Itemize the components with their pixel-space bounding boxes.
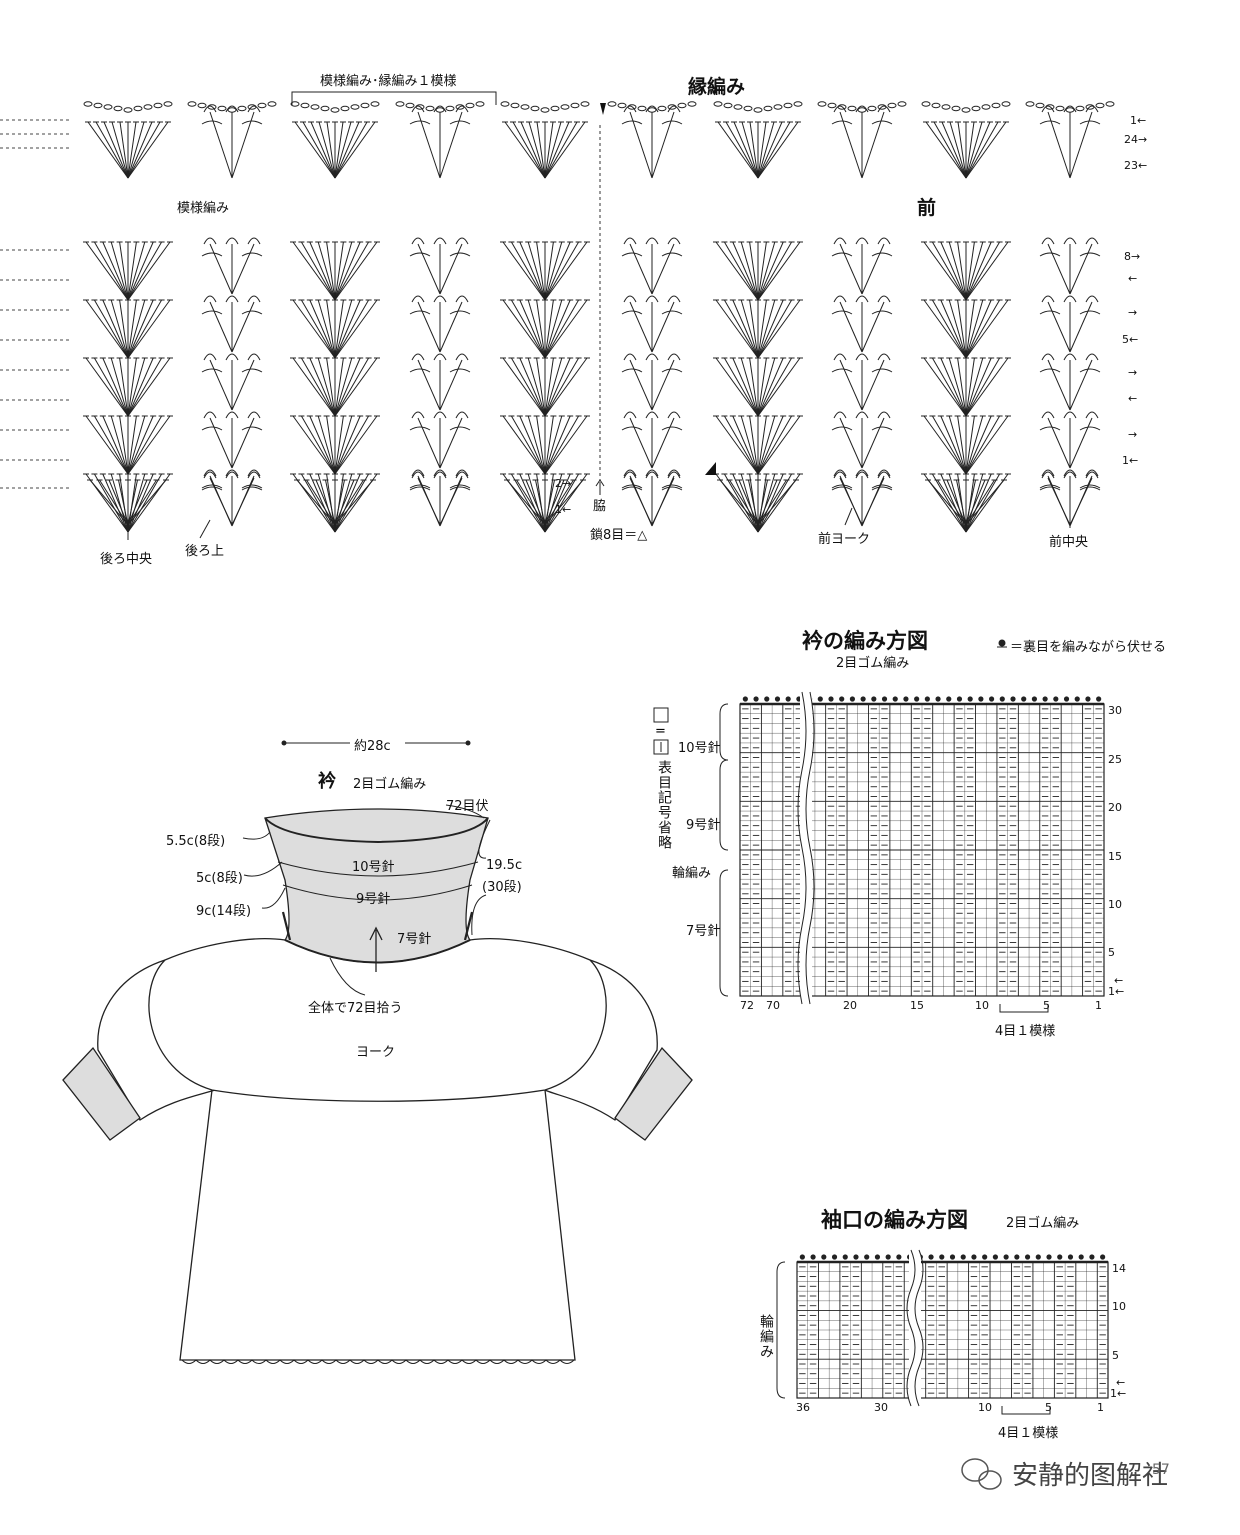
collar-col-label: 1	[1095, 999, 1102, 1012]
collar-chart-title: 衿の編み方図	[802, 629, 928, 653]
cuff-row-label: 10	[1112, 1300, 1126, 1313]
collar-row-label: ←	[1114, 974, 1124, 987]
cuff-round: 輪編み	[758, 1314, 774, 1359]
wechat-icon	[961, 1458, 1002, 1490]
left-cuff	[62, 1046, 141, 1141]
front-center-label: 前中央	[1049, 535, 1089, 550]
front-label: 前	[917, 197, 937, 219]
bind-off-legend: ＝裏目を編みながら伏せる	[1010, 640, 1167, 655]
rows-low-note: 9c(14段)	[196, 904, 252, 919]
collar-chart-subtitle: 2目ゴム編み	[836, 656, 910, 671]
needle-9-label: 9号針	[356, 892, 391, 907]
row-mark: 5←	[1122, 333, 1139, 346]
collar-row-label: 10	[1108, 898, 1122, 911]
collar-col-label: 15	[910, 999, 924, 1012]
cuff-chart-subtitle: 2目ゴム編み	[1006, 1216, 1080, 1231]
collar-col-label: 20	[843, 999, 857, 1012]
bind-off-note: 72目伏	[446, 799, 489, 814]
chain-note: 鎖8目＝△	[590, 528, 648, 543]
collar-title: 衿	[318, 771, 336, 792]
cuff-chart-title: 袖口の編み方図	[821, 1208, 968, 1232]
height-note: 19.5c	[486, 858, 523, 873]
rows-mid-note: 5c(8段)	[196, 871, 243, 886]
collar-needle-10: 10号針	[678, 741, 721, 756]
front-yoke-label: 前ヨーク	[818, 532, 871, 547]
collar-needle-9: 9号針	[686, 818, 721, 833]
right-sleeve	[544, 959, 658, 1121]
row-mark: 1←	[1130, 114, 1147, 127]
collar-needle-7: 7号針	[686, 924, 721, 939]
rows-top-note: 5.5c(8段)	[166, 834, 226, 849]
cuff-col-label: 1	[1097, 1401, 1104, 1414]
collar-row-label: 5	[1108, 946, 1115, 959]
collar-col-label: 72	[740, 999, 754, 1012]
sweater-schematic	[62, 740, 693, 1364]
cuff-repeat: 4目１模様	[998, 1426, 1059, 1441]
collar-round: 輪編み	[672, 866, 712, 881]
collar-repeat: 4目１模様	[995, 1024, 1056, 1039]
row-mark: 8→	[1124, 250, 1141, 263]
side-label: 脇	[593, 499, 607, 514]
right-cuff	[614, 1046, 693, 1141]
needle-7-label: 7号針	[397, 932, 432, 947]
cuff-row-label: 5	[1112, 1349, 1119, 1362]
cuff-row-label: ←	[1116, 1376, 1126, 1389]
back-top-label: 後ろ上	[185, 544, 225, 559]
collar-row-label: 20	[1108, 801, 1122, 814]
height-rows-note: (30段)	[482, 880, 522, 895]
collar-row-label: 15	[1108, 850, 1122, 863]
watermark-text: 安静的图解社	[1012, 1461, 1169, 1491]
collar-rib: 2目ゴム編み	[353, 777, 427, 792]
edging-label: 縁編み	[688, 76, 746, 98]
row-mark: 23←	[1124, 159, 1148, 172]
cuff-col-label: 10	[978, 1401, 992, 1414]
crochet-stitch-chart	[0, 91, 1115, 540]
cuff-col-label: 36	[796, 1401, 810, 1414]
cuff-row-label: 14	[1112, 1262, 1126, 1275]
collar-col-label: 5	[1043, 999, 1050, 1012]
svg-text:=: =	[655, 724, 666, 739]
row-mark-left: 2→	[555, 477, 572, 490]
cuff-col-label: 30	[874, 1401, 888, 1414]
width-note: 約28c	[354, 739, 391, 754]
cuff-col-label: 5	[1045, 1401, 1052, 1414]
collar-row-label: 30	[1108, 704, 1122, 717]
sweater-body	[179, 1089, 576, 1361]
pick-up-note: 全体で72目拾う	[308, 1001, 403, 1016]
row-mark: ←	[1128, 392, 1138, 405]
cuff-knitting-grid	[776, 1249, 1109, 1415]
row-mark: →	[1128, 306, 1138, 319]
collar-col-label: 10	[975, 999, 989, 1012]
row-mark: 1←	[1122, 454, 1139, 467]
collar-col-label: 70	[766, 999, 780, 1012]
symbol-note: 表目記号省略	[656, 760, 672, 850]
collar-row-label: 25	[1108, 753, 1122, 766]
row-mark: ←	[1128, 272, 1138, 285]
needle-10-label: 10号針	[352, 860, 395, 875]
collar-row-label: 1←	[1108, 985, 1125, 998]
row-mark: →	[1128, 366, 1138, 379]
row-mark-left: 1←	[555, 503, 572, 516]
cuff-row-label: 1←	[1110, 1387, 1127, 1400]
yoke-label: ヨーク	[356, 1045, 396, 1060]
repeat-label: 模様編み･縁編み１模様	[320, 74, 457, 89]
row-mark: →	[1128, 428, 1138, 441]
page-number: 57	[1152, 1462, 1170, 1478]
row-mark: 24→	[1124, 133, 1148, 146]
pattern-label: 模様編み	[177, 201, 230, 216]
back-center-label: 後ろ中央	[100, 552, 153, 567]
hem-scallop	[181, 1359, 575, 1364]
collar-knitting-grid	[719, 691, 1105, 1013]
